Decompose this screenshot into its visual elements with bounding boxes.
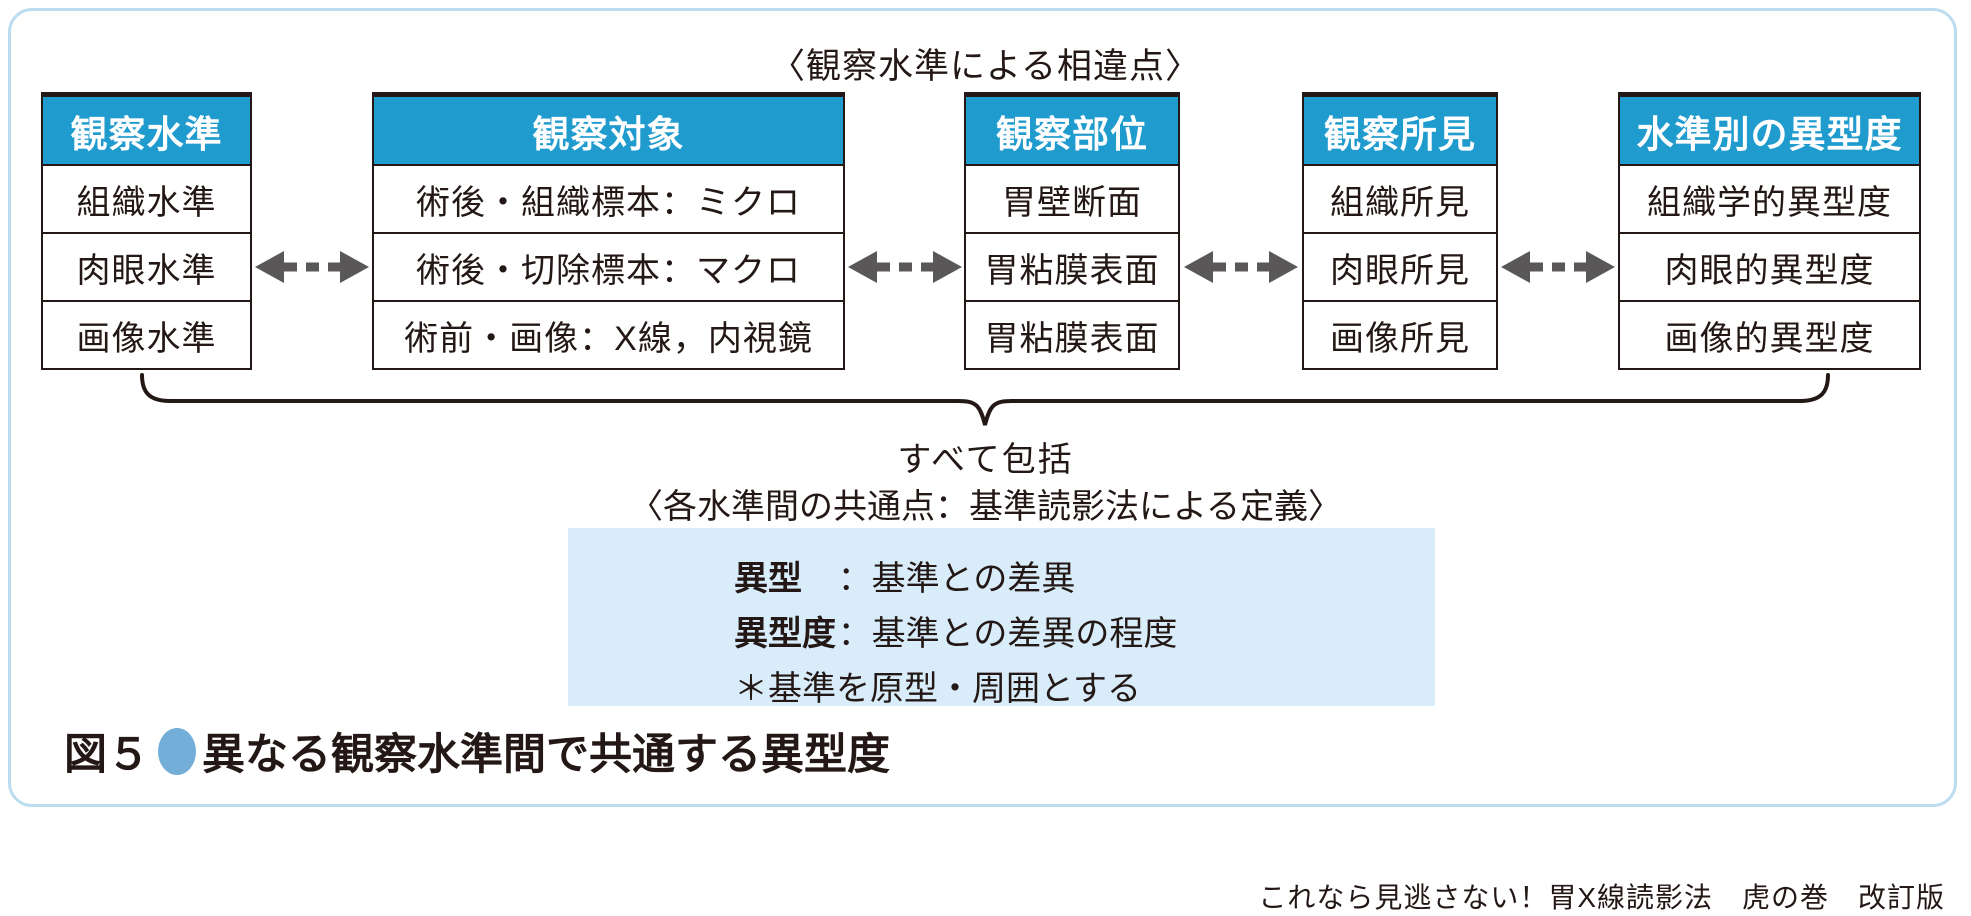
- table-row-cell: 術後・切除標本：マクロ: [372, 232, 845, 302]
- table-row-cell: 組織水準: [41, 164, 252, 234]
- table-observation-site: 観察部位 胃壁断面 胃粘膜表面 胃粘膜表面: [964, 92, 1180, 370]
- definition-box: 異型 ：基準との差異 異型度：基準との差異の程度 ＊基準を原型・周囲とする: [568, 528, 1435, 708]
- figure-caption-text: 異なる観察水準間で共通する異型度: [202, 731, 890, 779]
- table-row-cell: 胃粘膜表面: [964, 300, 1180, 370]
- table-observation-level: 観察水準 組織水準 肉眼水準 画像水準: [41, 92, 252, 370]
- table-row-cell: 組織学的異型度: [1618, 164, 1921, 234]
- definition-text: ：基準との差異: [837, 560, 1076, 598]
- definition-line: 異型度：基準との差異の程度: [734, 607, 1435, 662]
- brace-icon: [140, 373, 1830, 426]
- brace-label: すべて包括: [897, 441, 1074, 479]
- table-row-cell: 胃粘膜表面: [964, 232, 1180, 302]
- definition-term: 異型度: [734, 615, 836, 653]
- definition-line: 異型 ：基準との差異: [734, 552, 1435, 607]
- diagram-title: 〈観察水準による相違点〉: [770, 47, 1201, 86]
- figure-caption: 図５ 異なる観察水準間で共通する異型度: [64, 720, 890, 782]
- table-row-cell: 術後・組織標本：ミクロ: [372, 164, 845, 234]
- table-observation-findings: 観察所見 組織所見 肉眼所見 画像所見: [1302, 92, 1498, 370]
- table-observation-target: 観察対象 術後・組織標本：ミクロ 術後・切除標本：マクロ 術前・画像：X線，内視…: [372, 92, 845, 370]
- table-header-cell: 観察対象: [372, 92, 845, 166]
- book-credit: これなら見逃さない！胃X線読影法 虎の巻 改訂版: [1258, 882, 1945, 913]
- figure-bullet-icon: [158, 727, 196, 775]
- table-row-cell: 肉眼的異型度: [1618, 232, 1921, 302]
- table-row-cell: 画像所見: [1302, 300, 1498, 370]
- dashed-double-arrow-icon: [255, 251, 369, 283]
- table-row-cell: 術前・画像：X線，内視鏡: [372, 300, 845, 370]
- table-row-cell: 画像水準: [41, 300, 252, 370]
- figure-number: 図５: [64, 731, 150, 779]
- table-row-cell: 肉眼所見: [1302, 232, 1498, 302]
- table-row-cell: 肉眼水準: [41, 232, 252, 302]
- table-header-cell: 水準別の異型度: [1618, 92, 1921, 166]
- table-row-cell: 胃壁断面: [964, 164, 1180, 234]
- table-atypia-by-level: 水準別の異型度 組織学的異型度 肉眼的異型度 画像的異型度: [1618, 92, 1921, 370]
- table-header-cell: 観察所見: [1302, 92, 1498, 166]
- definition-text: ：基準との差異の程度: [837, 615, 1178, 653]
- dashed-double-arrow-icon: [1184, 251, 1298, 283]
- table-row-cell: 組織所見: [1302, 164, 1498, 234]
- table-header-cell: 観察水準: [41, 92, 252, 166]
- definition-note: ＊基準を原型・周囲とする: [734, 670, 1141, 708]
- dashed-double-arrow-icon: [1501, 251, 1615, 283]
- dashed-double-arrow-icon: [848, 251, 962, 283]
- common-point-label: 〈各水準間の共通点：基準読影法による定義〉: [629, 488, 1342, 526]
- definition-term: 異型: [734, 560, 802, 598]
- table-header-cell: 観察部位: [964, 92, 1180, 166]
- table-row-cell: 画像的異型度: [1618, 300, 1921, 370]
